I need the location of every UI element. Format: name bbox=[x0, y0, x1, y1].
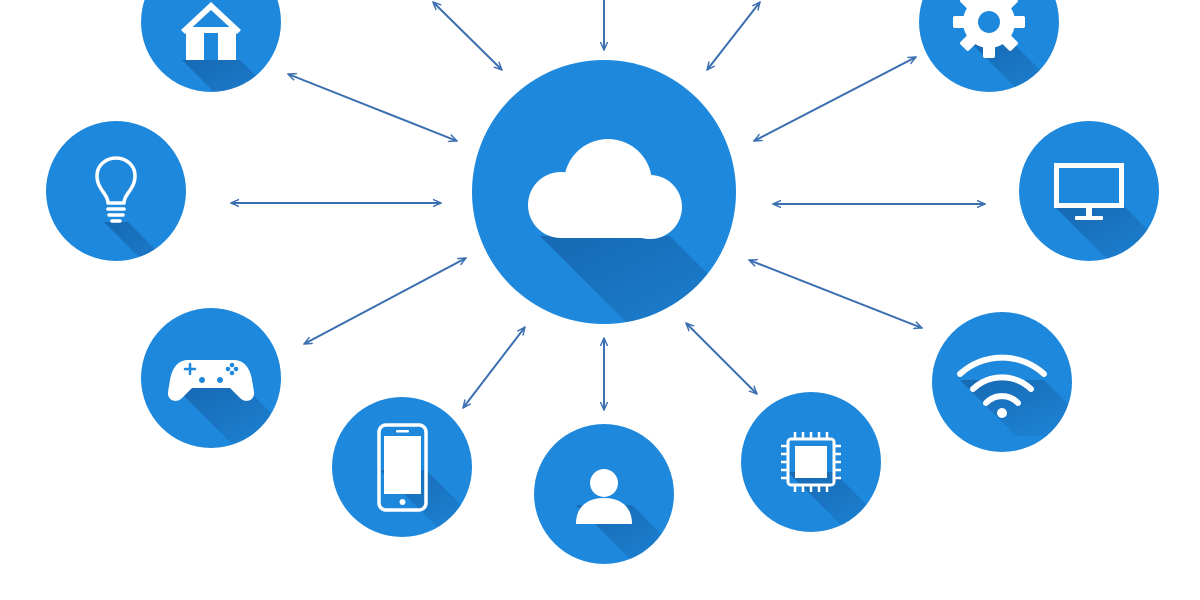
arrow-hub-house bbox=[288, 74, 457, 141]
arrow-hub-chip bbox=[686, 323, 757, 394]
wifi-node bbox=[932, 312, 1072, 452]
house-icon bbox=[181, 2, 241, 60]
connections bbox=[231, 0, 985, 410]
gamepad-icon bbox=[167, 360, 255, 401]
smartphone-icon bbox=[377, 423, 428, 512]
hub-shadow bbox=[540, 236, 736, 324]
gear-icon bbox=[953, 0, 1025, 58]
cloud-hub-node bbox=[472, 60, 736, 324]
arrow-hub-gear bbox=[754, 56, 916, 142]
arrow-hub-gamepad bbox=[304, 257, 466, 345]
chip-icon bbox=[781, 432, 841, 492]
gamepad-node bbox=[141, 308, 281, 448]
monitor-icon bbox=[1054, 163, 1124, 220]
user-icon bbox=[576, 469, 632, 524]
lightbulb-node bbox=[46, 121, 186, 261]
arrow-hub-offscreen-right bbox=[707, 2, 760, 70]
wifi-icon bbox=[957, 354, 1047, 406]
chip-node bbox=[741, 392, 881, 532]
arrow-hub-offscreen-left bbox=[433, 2, 502, 70]
lightbulb-node-circle bbox=[46, 121, 186, 261]
lightbulb-icon bbox=[95, 156, 137, 223]
monitor-node bbox=[1019, 121, 1159, 261]
gear-node bbox=[919, 0, 1059, 92]
user-node bbox=[534, 424, 674, 564]
house-node bbox=[141, 0, 281, 92]
arrow-hub-wifi bbox=[749, 260, 922, 328]
smartphone-node bbox=[332, 397, 472, 537]
cloud-icon bbox=[528, 139, 682, 239]
arrow-hub-smartphone bbox=[463, 327, 525, 408]
